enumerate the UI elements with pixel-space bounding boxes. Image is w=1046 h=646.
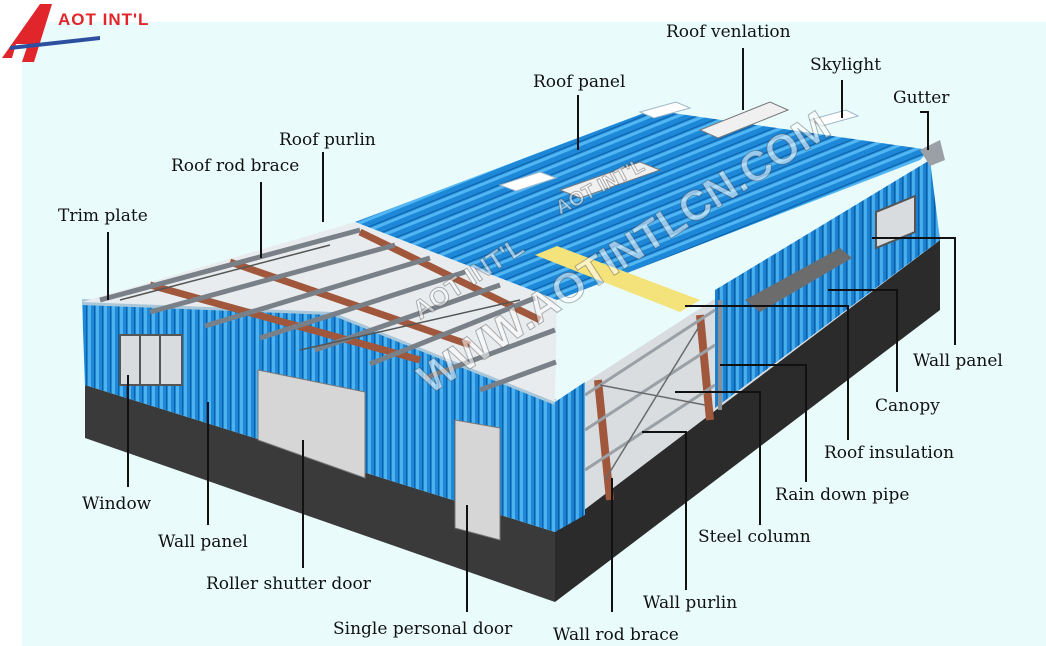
label-single-personal-door: Single personal door: [333, 619, 513, 639]
building-foundation: [85, 240, 940, 602]
canopy: [745, 248, 852, 312]
skylights: [498, 101, 860, 192]
end-window: [875, 194, 916, 250]
label-wall-purlin: Wall purlin: [643, 593, 737, 613]
logo-swoosh-icon: [10, 36, 100, 50]
wall-purlins: [584, 308, 716, 472]
gutter: [920, 140, 945, 166]
roof-ventilators: [558, 101, 790, 199]
label-canopy: Canopy: [875, 396, 940, 416]
single-personal-door: [454, 419, 501, 541]
roof-panel-sheet: [355, 110, 930, 300]
label-gutter: Gutter: [893, 88, 950, 108]
wall-rod-brace: [599, 324, 706, 481]
label-roof-insulation: Roof insulation: [824, 443, 954, 463]
logo-a-mark-icon: [2, 4, 52, 62]
label-wall-rod-brace: Wall rod brace: [553, 625, 679, 645]
label-roof-panel: Roof panel: [533, 72, 625, 92]
windows: [119, 194, 916, 386]
label-skylight: Skylight: [810, 55, 881, 75]
label-wall-panel-right: Wall panel: [913, 351, 1003, 371]
label-roof-rod-brace: Roof rod brace: [171, 156, 299, 176]
front-window: [119, 334, 183, 386]
label-steel-column: Steel column: [698, 527, 811, 547]
leader-lines: [107, 48, 956, 612]
label-roof-purlin: Roof purlin: [279, 130, 376, 150]
label-wall-panel-left: Wall panel: [158, 532, 248, 552]
roof-insulation-strip: [535, 246, 700, 312]
end-wall-sheet-left: [555, 382, 585, 532]
label-window: Window: [82, 494, 152, 514]
roller-shutter-door: [257, 369, 366, 479]
label-roller-shutter-door: Roller shutter door: [206, 574, 372, 594]
roof-rod-brace: [119, 244, 521, 351]
label-roof-venlation: Roof venlation: [666, 22, 791, 42]
logo-text: AOT INT'L: [58, 10, 149, 29]
label-rain-down-pipe: Rain down pipe: [775, 485, 909, 505]
part-labels: Roof venlation Skylight Gutter Roof pane…: [58, 22, 1003, 645]
label-trim-plate: Trim plate: [58, 206, 148, 226]
brand-logo: AOT INT'L: [2, 4, 149, 62]
steel-columns: [594, 314, 714, 501]
roof-purlins: [99, 227, 557, 393]
